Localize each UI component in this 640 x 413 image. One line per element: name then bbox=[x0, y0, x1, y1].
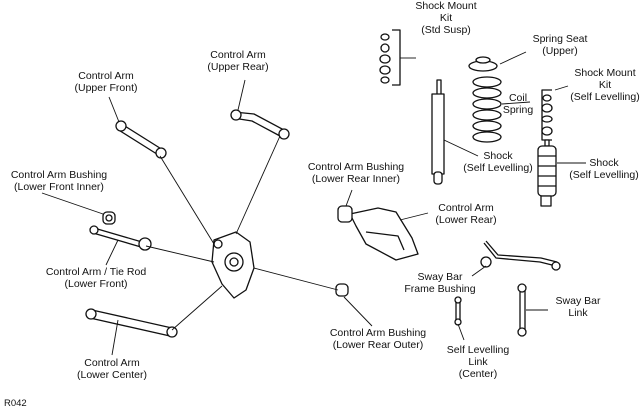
reference-code: R042 bbox=[4, 398, 27, 409]
coil-spring-part bbox=[472, 76, 502, 143]
shock-mount-kit-self-part bbox=[541, 89, 553, 141]
label-bushing-lower-rear-inner: Control Arm Bushing (Lower Rear Inner) bbox=[307, 161, 405, 185]
label-shock-left: Shock (Self Levelling) bbox=[463, 150, 533, 174]
shock-right-part bbox=[537, 139, 557, 207]
sway-bar-part bbox=[483, 240, 561, 271]
label-shock-mount-kit-self: Shock Mount Kit (Self Levelling) bbox=[570, 67, 640, 103]
label-shock-mount-kit-std: Shock Mount Kit (Std Susp) bbox=[415, 0, 477, 36]
label-sway-bar-bushing: Sway Bar Frame Bushing bbox=[404, 271, 476, 295]
label-tie-rod: Control Arm / Tie Rod (Lower Front) bbox=[45, 266, 147, 290]
control-arm-lower-center-part bbox=[85, 308, 178, 338]
label-self-levelling-link: Self Levelling Link (Center) bbox=[446, 344, 510, 380]
self-levelling-link-part bbox=[454, 296, 462, 326]
shock-left-part bbox=[431, 79, 445, 185]
label-control-arm-lower-rear: Control Arm (Lower Rear) bbox=[435, 202, 497, 226]
label-control-arm-lower-center: Control Arm (Lower Center) bbox=[76, 357, 148, 381]
label-coil-spring: Coil Spring bbox=[502, 92, 534, 116]
shock-mount-kit-std-part bbox=[379, 29, 401, 86]
sway-bar-bushing-part bbox=[480, 256, 492, 268]
label-control-arm-upper-front: Control Arm (Upper Front) bbox=[74, 70, 138, 94]
sway-bar-link-part bbox=[517, 283, 527, 337]
label-bushing-lower-rear-outer: Control Arm Bushing (Lower Rear Outer) bbox=[329, 327, 427, 351]
bushing-lower-rear-outer-part bbox=[335, 283, 349, 297]
spring-seat-part bbox=[468, 56, 498, 72]
label-spring-seat: Spring Seat (Upper) bbox=[532, 33, 588, 57]
label-sway-bar-link: Sway Bar Link bbox=[555, 295, 601, 319]
label-control-arm-upper-rear: Control Arm (Upper Rear) bbox=[207, 49, 269, 73]
tie-rod-part bbox=[89, 225, 152, 251]
label-shock-right: Shock (Self Levelling) bbox=[569, 157, 639, 181]
control-arm-upper-rear-part bbox=[230, 109, 290, 140]
label-bushing-lower-front-inner: Control Arm Bushing (Lower Front Inner) bbox=[10, 169, 108, 193]
knuckle-part bbox=[211, 231, 255, 299]
control-arm-lower-rear-part bbox=[337, 205, 419, 261]
control-arm-upper-front-part bbox=[115, 120, 167, 159]
bushing-lower-front-inner-part bbox=[102, 211, 116, 225]
leader-lines bbox=[41, 51, 586, 356]
